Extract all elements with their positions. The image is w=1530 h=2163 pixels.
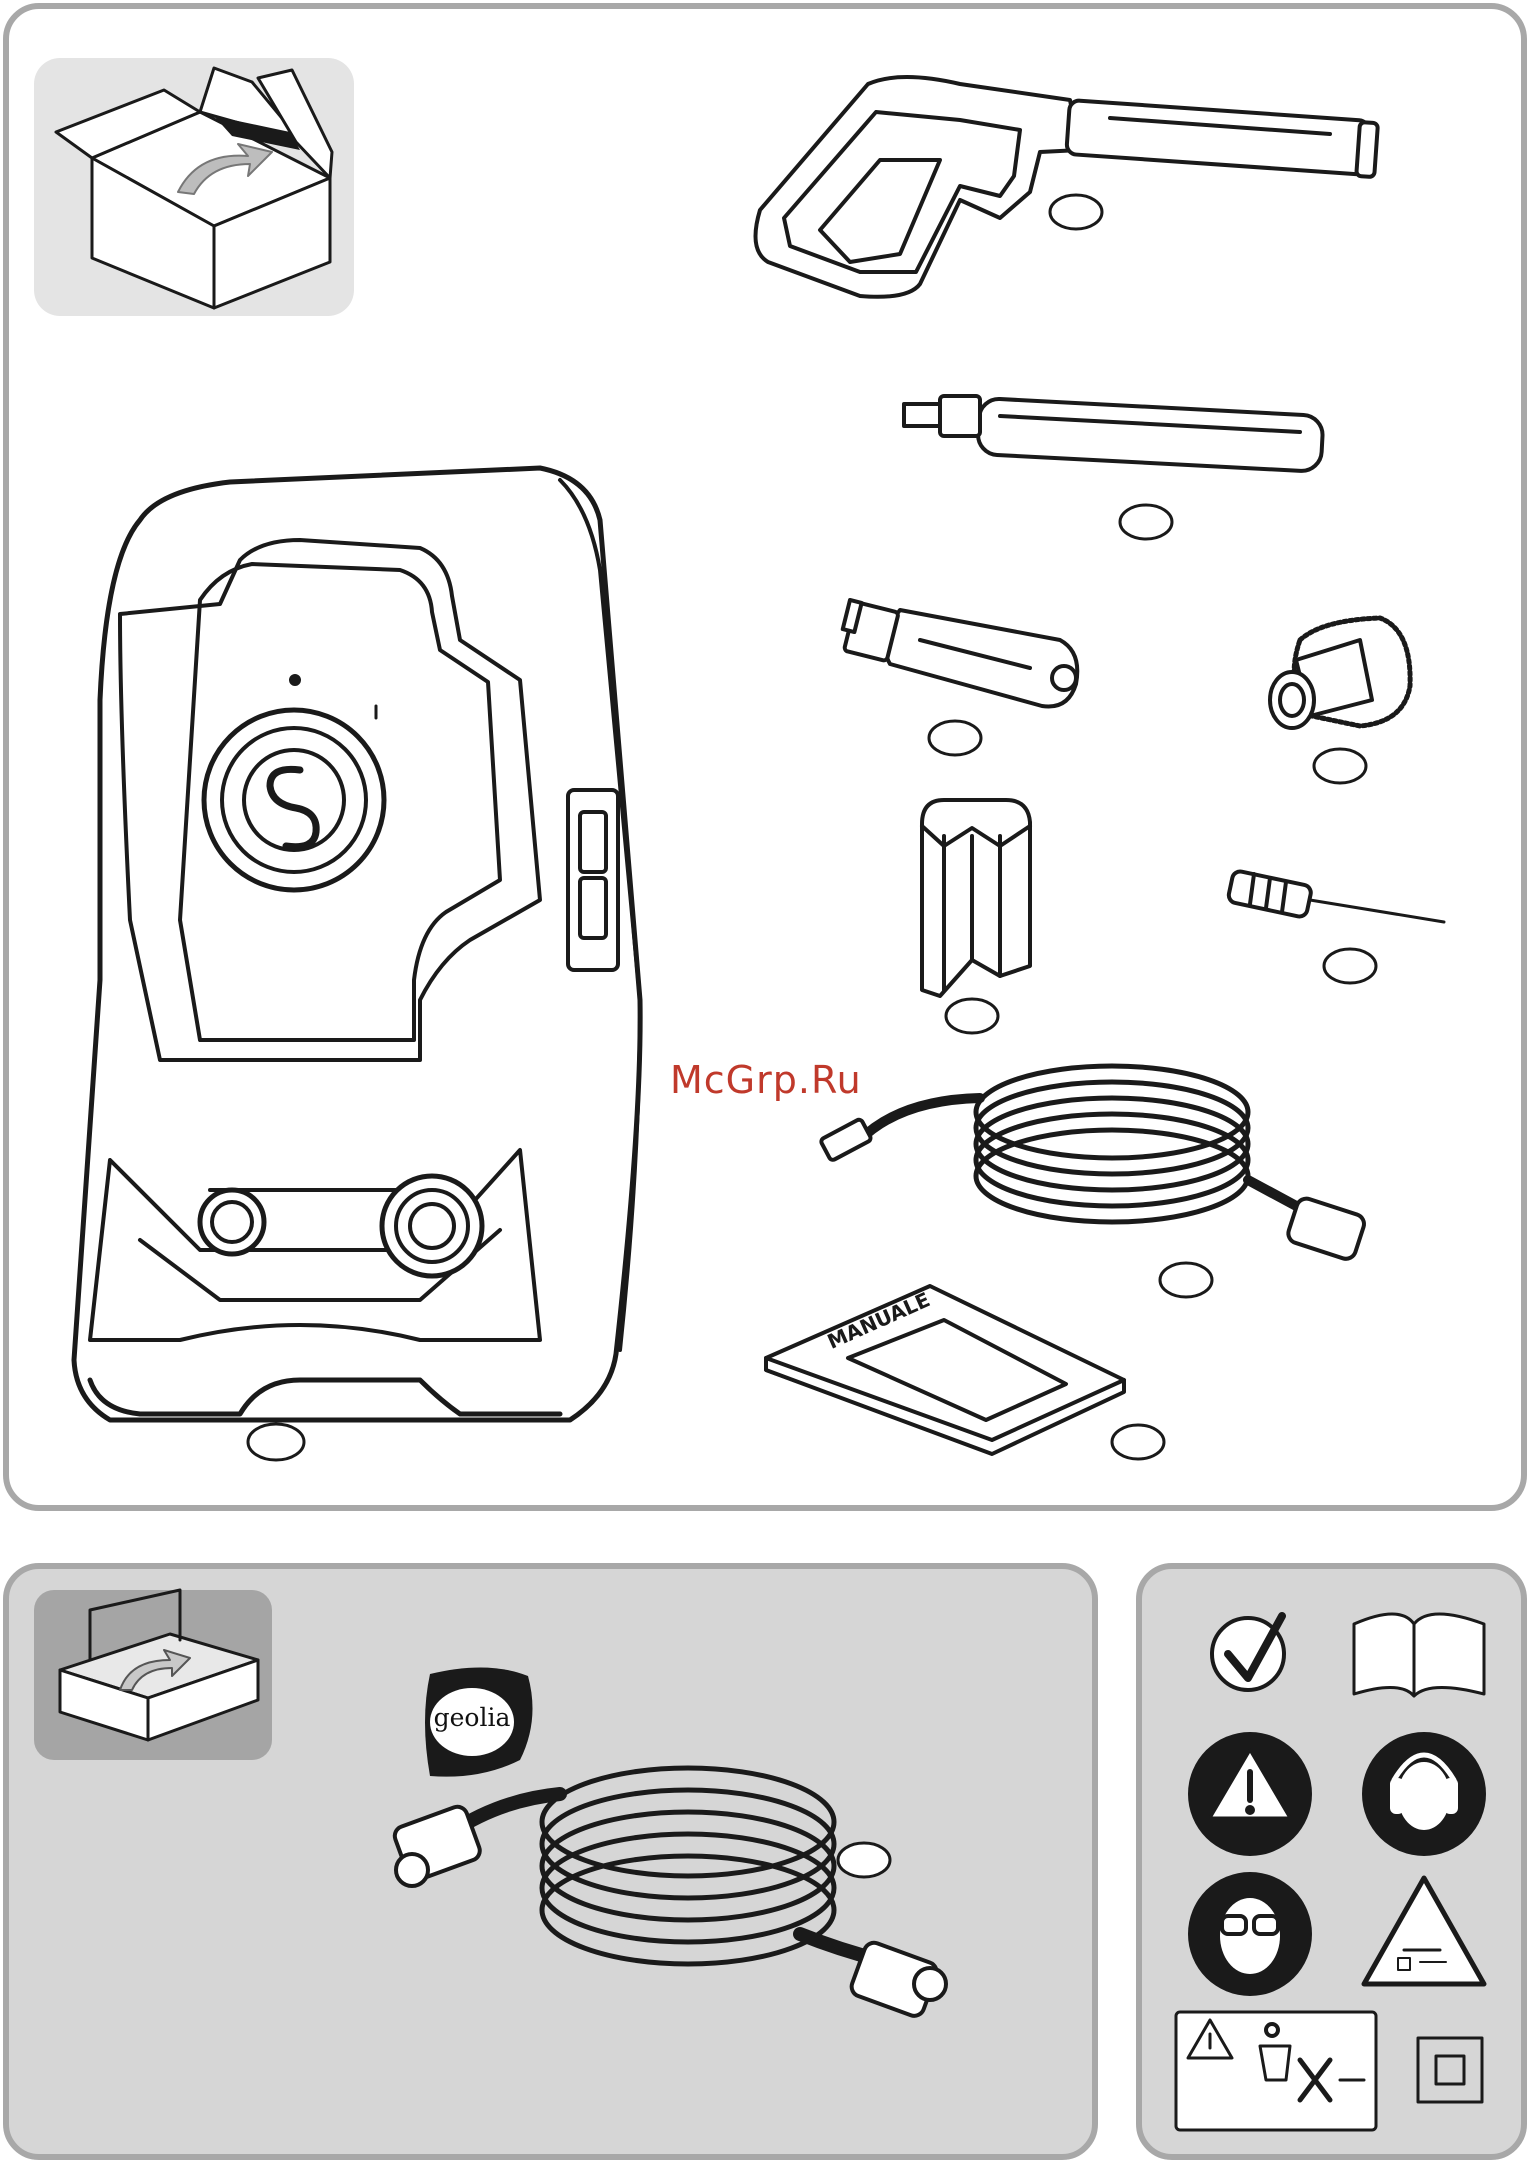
geolia-logo-text: geolia bbox=[432, 1703, 512, 1735]
manual-cover-label: MANUALE bbox=[824, 1287, 934, 1354]
